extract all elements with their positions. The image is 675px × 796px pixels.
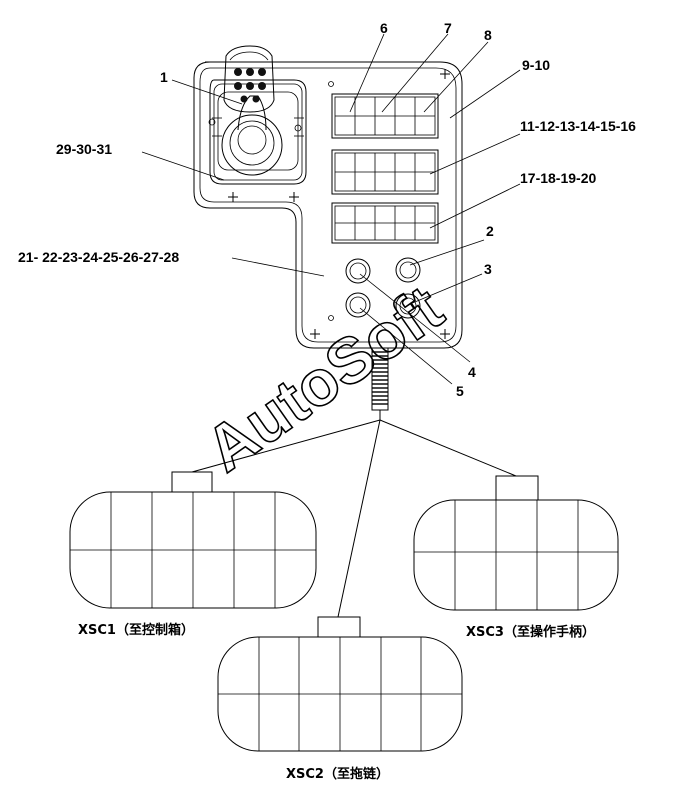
xsc1-label: XSC1（至控制箱） <box>78 622 194 638</box>
callout-labels: 1 6 7 8 9-10 11-12-13-14-15-16 17-18-19-… <box>18 20 636 399</box>
panel-screws <box>228 69 450 339</box>
connector-xsc3: XSC3（至操作手柄） <box>413 475 619 640</box>
joystick-handle <box>223 45 275 113</box>
xsc2-label: XSC2（至拖链） <box>286 766 389 782</box>
callout-8: 8 <box>484 27 492 43</box>
rotary-knobs <box>345 257 421 319</box>
callout-11-16: 11-12-13-14-15-16 <box>520 118 636 134</box>
control-box-housing <box>193 61 463 349</box>
callout-9-10: 9-10 <box>522 57 550 73</box>
leader-lines <box>141 33 521 385</box>
callout-6: 6 <box>380 20 388 36</box>
switch-row-top <box>331 93 439 139</box>
xsc3-label: XSC3（至操作手柄） <box>466 624 595 640</box>
connector-xsc2: XSC2（至拖链） <box>217 616 463 782</box>
callout-21-28: 21- 22-23-24-25-26-27-28 <box>18 249 179 265</box>
connector-xsc1: XSC1（至控制箱） <box>69 471 317 638</box>
callout-17-20: 17-18-19-20 <box>520 170 596 186</box>
switch-row-bottom <box>331 202 439 244</box>
callout-2: 2 <box>486 223 494 239</box>
callout-3: 3 <box>484 261 492 277</box>
joystick-base <box>208 79 307 185</box>
callout-5: 5 <box>456 383 464 399</box>
switch-panels <box>331 93 439 244</box>
callout-1: 1 <box>160 69 168 85</box>
watermark: AutoSoft <box>193 272 456 486</box>
callout-29-31: 29-30-31 <box>56 141 112 157</box>
callout-7: 7 <box>444 20 452 36</box>
callout-4: 4 <box>468 364 476 380</box>
cable-conduit <box>191 347 517 618</box>
switch-row-middle <box>331 149 439 195</box>
